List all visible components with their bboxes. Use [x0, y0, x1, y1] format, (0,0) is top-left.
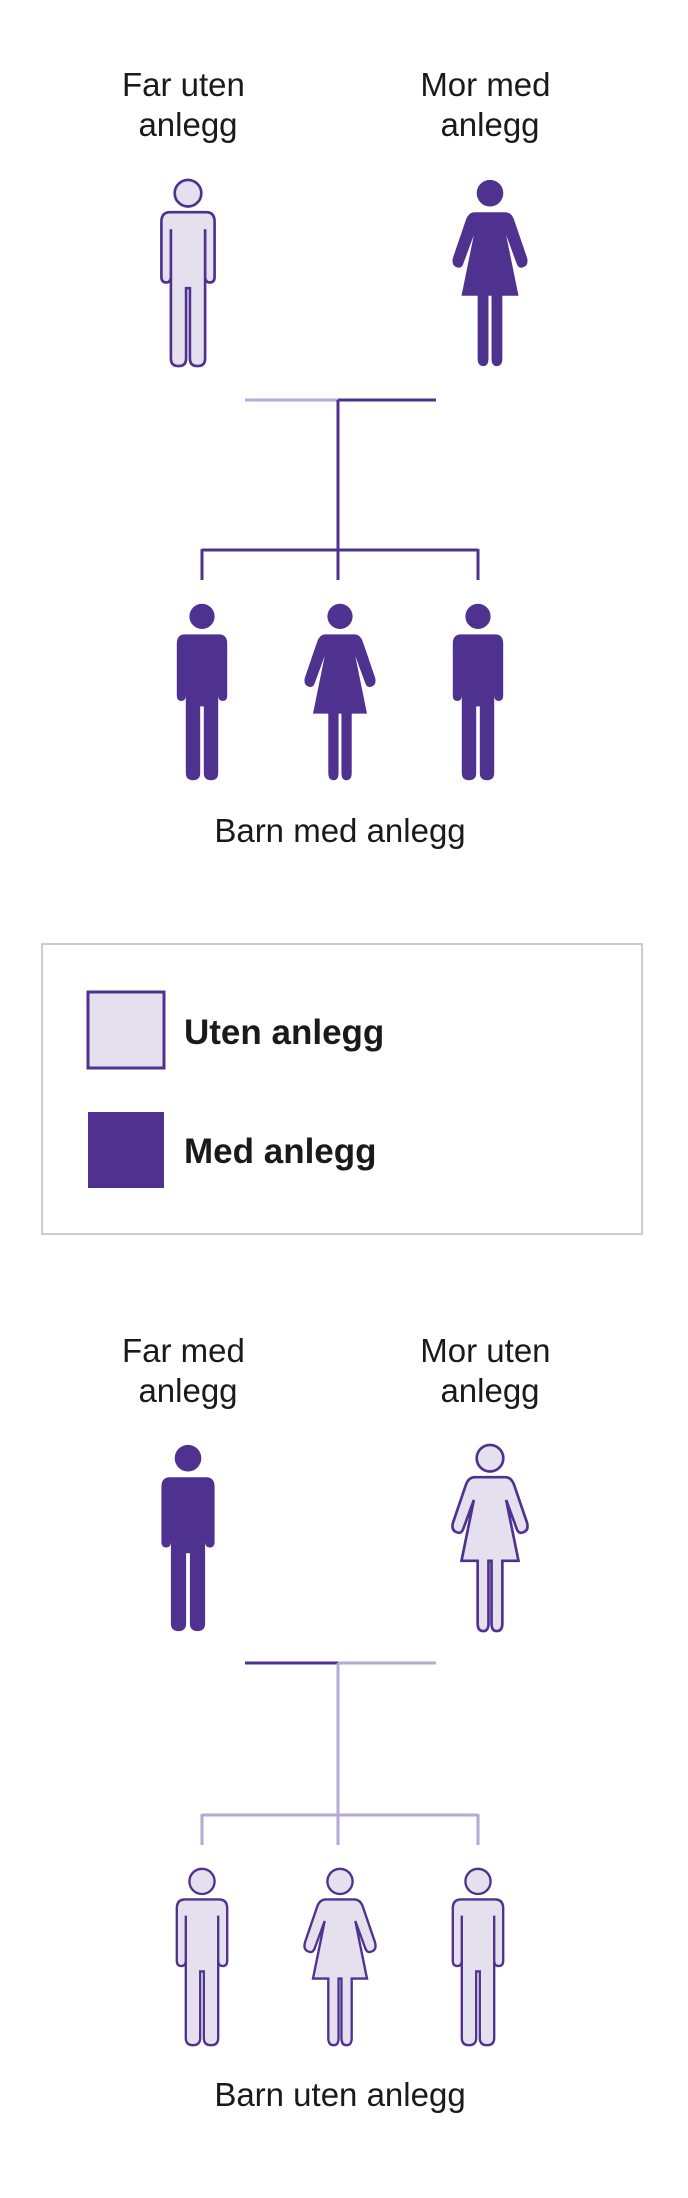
legend-label-without: Uten anlegg	[184, 1013, 384, 1052]
boy-icon	[452, 603, 504, 781]
woman-icon	[451, 1443, 529, 1633]
legend-swatch-without	[86, 990, 166, 1070]
mother-label: Mor med anlegg	[420, 66, 559, 143]
legend-label-with: Med anlegg	[184, 1132, 377, 1171]
children-label: Barn uten anlegg	[214, 2076, 465, 2113]
legend-box	[41, 943, 643, 1235]
man-icon	[161, 1444, 215, 1632]
children-label: Barn med anlegg	[214, 812, 465, 849]
girl-icon	[303, 1867, 377, 2047]
boy-icon	[451, 1867, 505, 2047]
father-label: Far med anlegg	[122, 1332, 254, 1409]
father-label: Far uten anlegg	[122, 66, 254, 143]
boy-icon	[176, 603, 228, 781]
legend: Uten anlegg Med anlegg	[41, 943, 643, 1235]
woman-icon	[452, 179, 528, 367]
legend-swatch-with	[88, 1112, 164, 1188]
diagram-bottom: Far med anlegg Mor uten anlegg Barn uten…	[122, 1332, 559, 2113]
man-icon	[160, 178, 216, 368]
mother-label: Mor uten anlegg	[420, 1332, 559, 1409]
boy-icon	[175, 1867, 229, 2047]
diagram-top: Far uten anlegg Mor med anlegg Barn med …	[122, 66, 559, 849]
girl-icon	[304, 603, 376, 781]
